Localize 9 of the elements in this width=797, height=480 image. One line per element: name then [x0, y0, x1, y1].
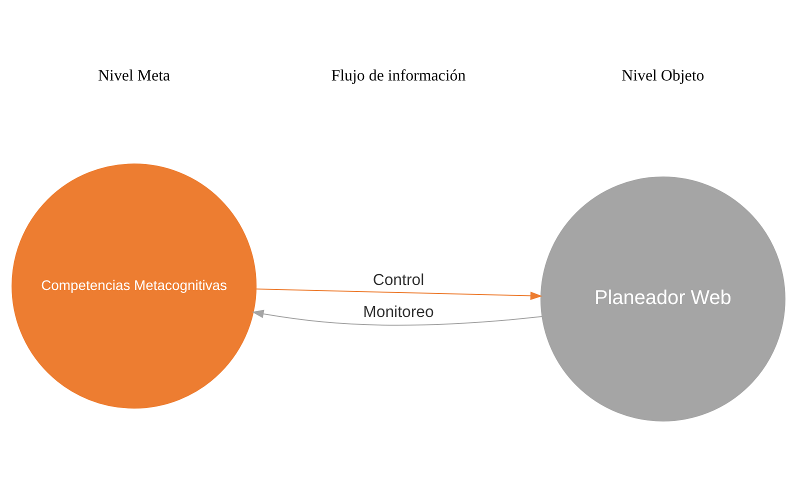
arrow: [252, 310, 543, 326]
node-circle: Competencias Metacognitivas: [12, 164, 257, 409]
edge-label: Control: [372, 272, 424, 289]
arrow: [256, 288, 542, 300]
label: Nivel Objeto: [622, 68, 704, 85]
label: Nivel Meta: [98, 68, 170, 85]
edge-label: Monitoreo: [363, 304, 434, 321]
node-circle: Planeador Web: [540, 176, 786, 422]
label: Flujo de información: [331, 68, 466, 85]
